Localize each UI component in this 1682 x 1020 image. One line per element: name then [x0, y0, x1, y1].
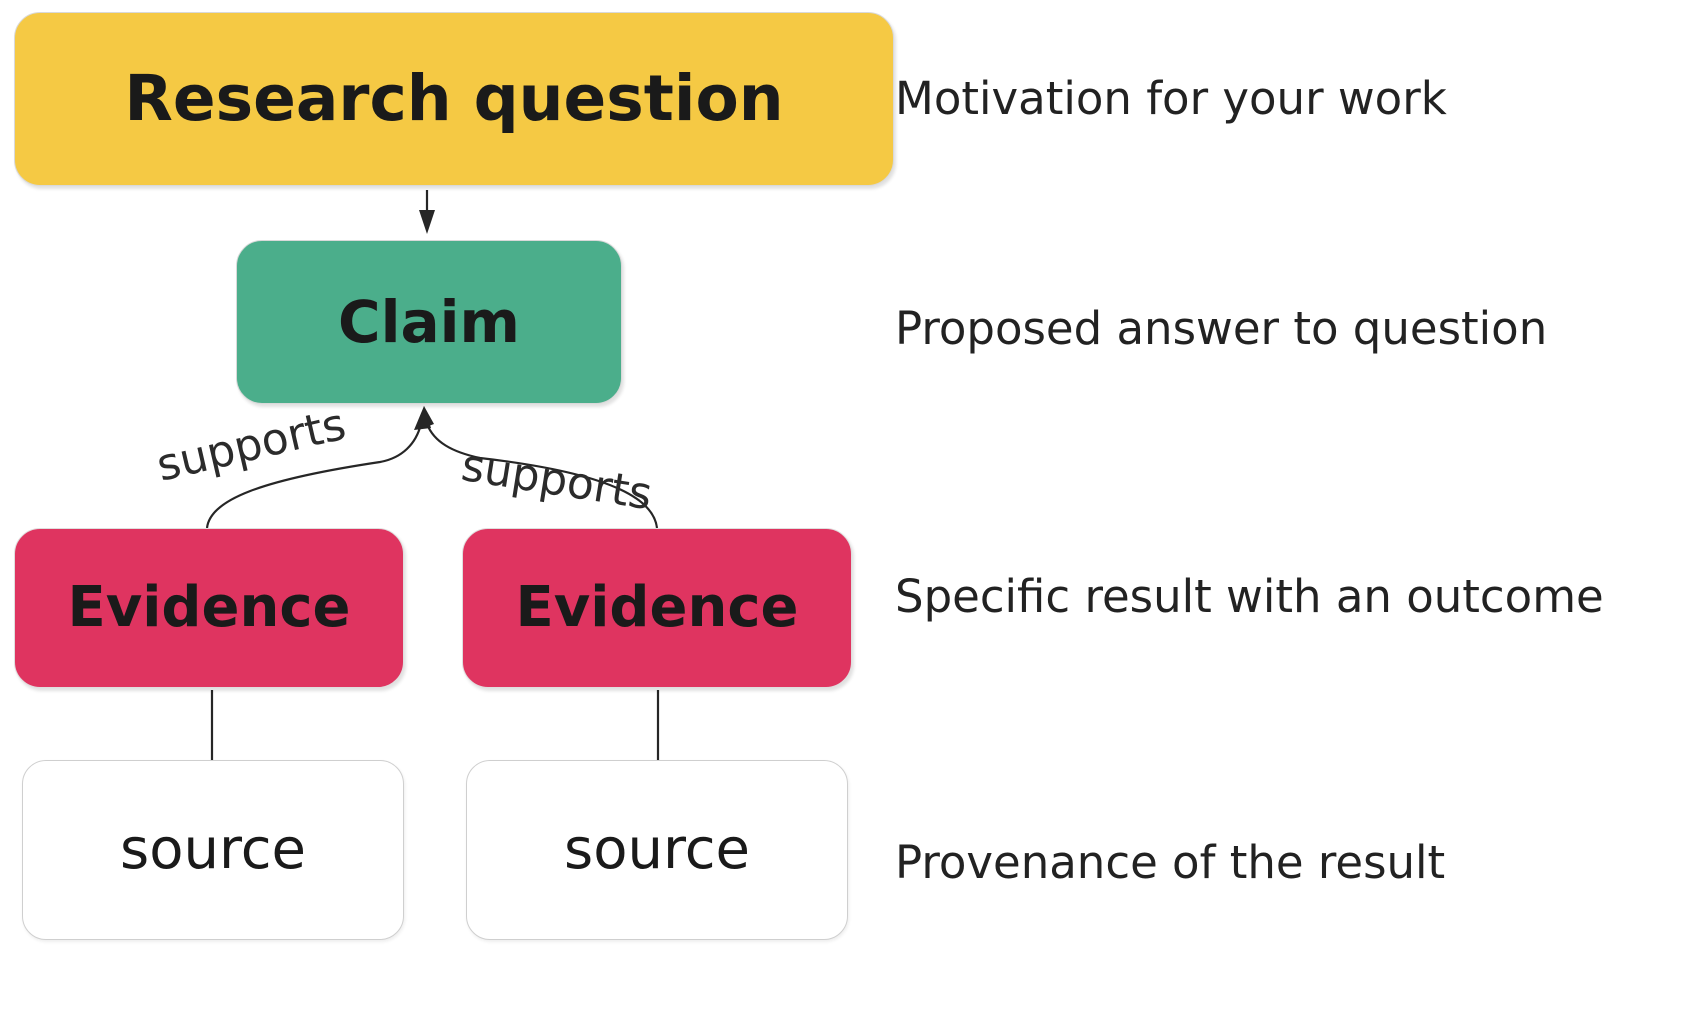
node-research-question[interactable]: Research question — [14, 12, 894, 186]
description-claim: Proposed answer to question — [895, 302, 1548, 355]
arrowhead-evidence-right-to-claim — [418, 406, 434, 430]
description-source: Provenance of the result — [895, 836, 1446, 889]
node-claim[interactable]: Claim — [236, 240, 622, 404]
edge-label-supports-left: supports — [152, 398, 351, 492]
node-source-right[interactable]: source — [466, 760, 848, 940]
node-claim-label: Claim — [338, 287, 520, 356]
node-research-question-label: Research question — [124, 61, 784, 135]
node-source-right-label: source — [564, 816, 750, 882]
node-source-left[interactable]: source — [22, 760, 404, 940]
node-evidence-right[interactable]: Evidence — [462, 528, 852, 688]
node-source-left-label: source — [120, 816, 306, 882]
description-research-question: Motivation for your work — [895, 72, 1447, 125]
node-evidence-left-label: Evidence — [67, 574, 351, 640]
node-evidence-left[interactable]: Evidence — [14, 528, 404, 688]
description-evidence: Specific result with an outcome — [895, 570, 1604, 623]
edge-label-supports-right: supports — [458, 440, 656, 521]
arrowhead-evidence-left-to-claim — [414, 406, 431, 430]
arrowhead-research-to-claim — [419, 210, 435, 234]
node-evidence-right-label: Evidence — [515, 574, 799, 640]
